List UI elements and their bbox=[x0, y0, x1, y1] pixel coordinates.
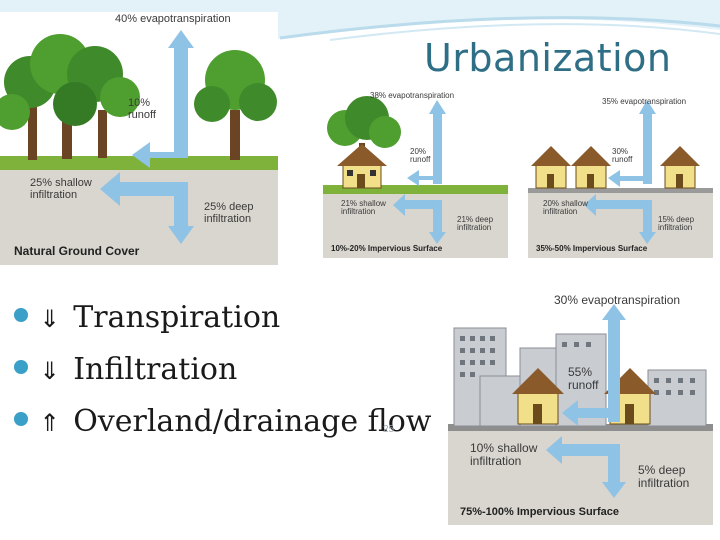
runoff-label: 20% runoff bbox=[410, 147, 431, 165]
evapotranspiration-label: 35% evapotranspiration bbox=[602, 97, 687, 106]
panel-high-impervious: 30% evapotranspiration 55% runoff 10% sh… bbox=[448, 288, 713, 525]
house-icon bbox=[337, 144, 387, 189]
evapotranspiration-label: 38% evapotranspiration bbox=[370, 91, 455, 100]
up-arrow-icon: ⇑ bbox=[39, 409, 60, 437]
house-icon bbox=[512, 368, 564, 425]
evapotranspiration-label: 30% evapotranspiration bbox=[554, 293, 681, 307]
house-icon bbox=[571, 146, 611, 189]
bullet-text: Transpiration bbox=[73, 300, 281, 335]
runoff-label: 30% runoff bbox=[612, 147, 633, 165]
shallow-infiltration-label: 25% shallow infiltration bbox=[30, 177, 92, 201]
bullet-text: Infiltration bbox=[73, 352, 238, 387]
panel-caption: Natural Ground Cover bbox=[14, 244, 140, 258]
shallow-infiltration-label: 21% shallow infiltration bbox=[341, 199, 386, 217]
bullet-list: ⇓ Transpiration ⇓ Infiltration ⇑ Overlan… bbox=[14, 300, 431, 456]
down-arrow-icon: ⇓ bbox=[39, 305, 60, 333]
house-icon bbox=[531, 146, 571, 189]
house-icon bbox=[660, 146, 700, 189]
bullet-item: ⇓ Transpiration bbox=[14, 300, 431, 352]
tree-icon bbox=[0, 34, 140, 160]
mid-illustration bbox=[528, 100, 713, 258]
high-illustration bbox=[448, 304, 713, 525]
tree-icon bbox=[194, 50, 277, 160]
down-arrow-icon: ⇓ bbox=[39, 357, 60, 385]
bullet-item: ⇑ Overland/drainage flow bbox=[14, 404, 431, 456]
deep-infiltration-label: 25% deep infiltration bbox=[204, 201, 254, 225]
slide-number: 25 bbox=[383, 424, 395, 435]
bullet-dot-icon bbox=[14, 308, 28, 322]
slide-title: Urbanization bbox=[424, 36, 672, 80]
deep-infiltration-label: 15% deep infiltration bbox=[658, 215, 695, 233]
runoff-label: 10% runoff bbox=[128, 97, 156, 121]
low-illustration bbox=[323, 96, 508, 258]
shallow-infiltration-label: 20% shallow infiltration bbox=[543, 199, 588, 217]
panel-natural-ground-cover: 40% evapotranspiration 10% runoff 25% sh… bbox=[0, 12, 278, 265]
panel-caption: 35%-50% Impervious Surface bbox=[536, 244, 648, 253]
deep-infiltration-label: 21% deep infiltration bbox=[457, 215, 494, 233]
bullet-text: Overland/drainage flow bbox=[73, 404, 432, 439]
bullet-item: ⇓ Infiltration bbox=[14, 352, 431, 404]
bullet-dot-icon bbox=[14, 360, 28, 374]
runoff-label: 55% runoff bbox=[568, 365, 599, 392]
natural-illustration bbox=[0, 30, 278, 265]
panel-mid-impervious: 35% evapotranspiration 30% runoff 20% sh… bbox=[528, 88, 713, 258]
shallow-infiltration-label: 10% shallow infiltration bbox=[470, 441, 538, 468]
tree-icon bbox=[327, 96, 401, 188]
panel-caption: 10%-20% Impervious Surface bbox=[331, 244, 443, 253]
panel-caption: 75%-100% Impervious Surface bbox=[460, 506, 619, 518]
evapotranspiration-label: 40% evapotranspiration bbox=[115, 13, 231, 25]
building-icon bbox=[453, 327, 707, 427]
deep-infiltration-label: 5% deep infiltration bbox=[638, 463, 690, 490]
bullet-dot-icon bbox=[14, 412, 28, 426]
panel-low-impervious: 38% evapotranspiration 20% runoff 21% sh… bbox=[323, 88, 508, 258]
